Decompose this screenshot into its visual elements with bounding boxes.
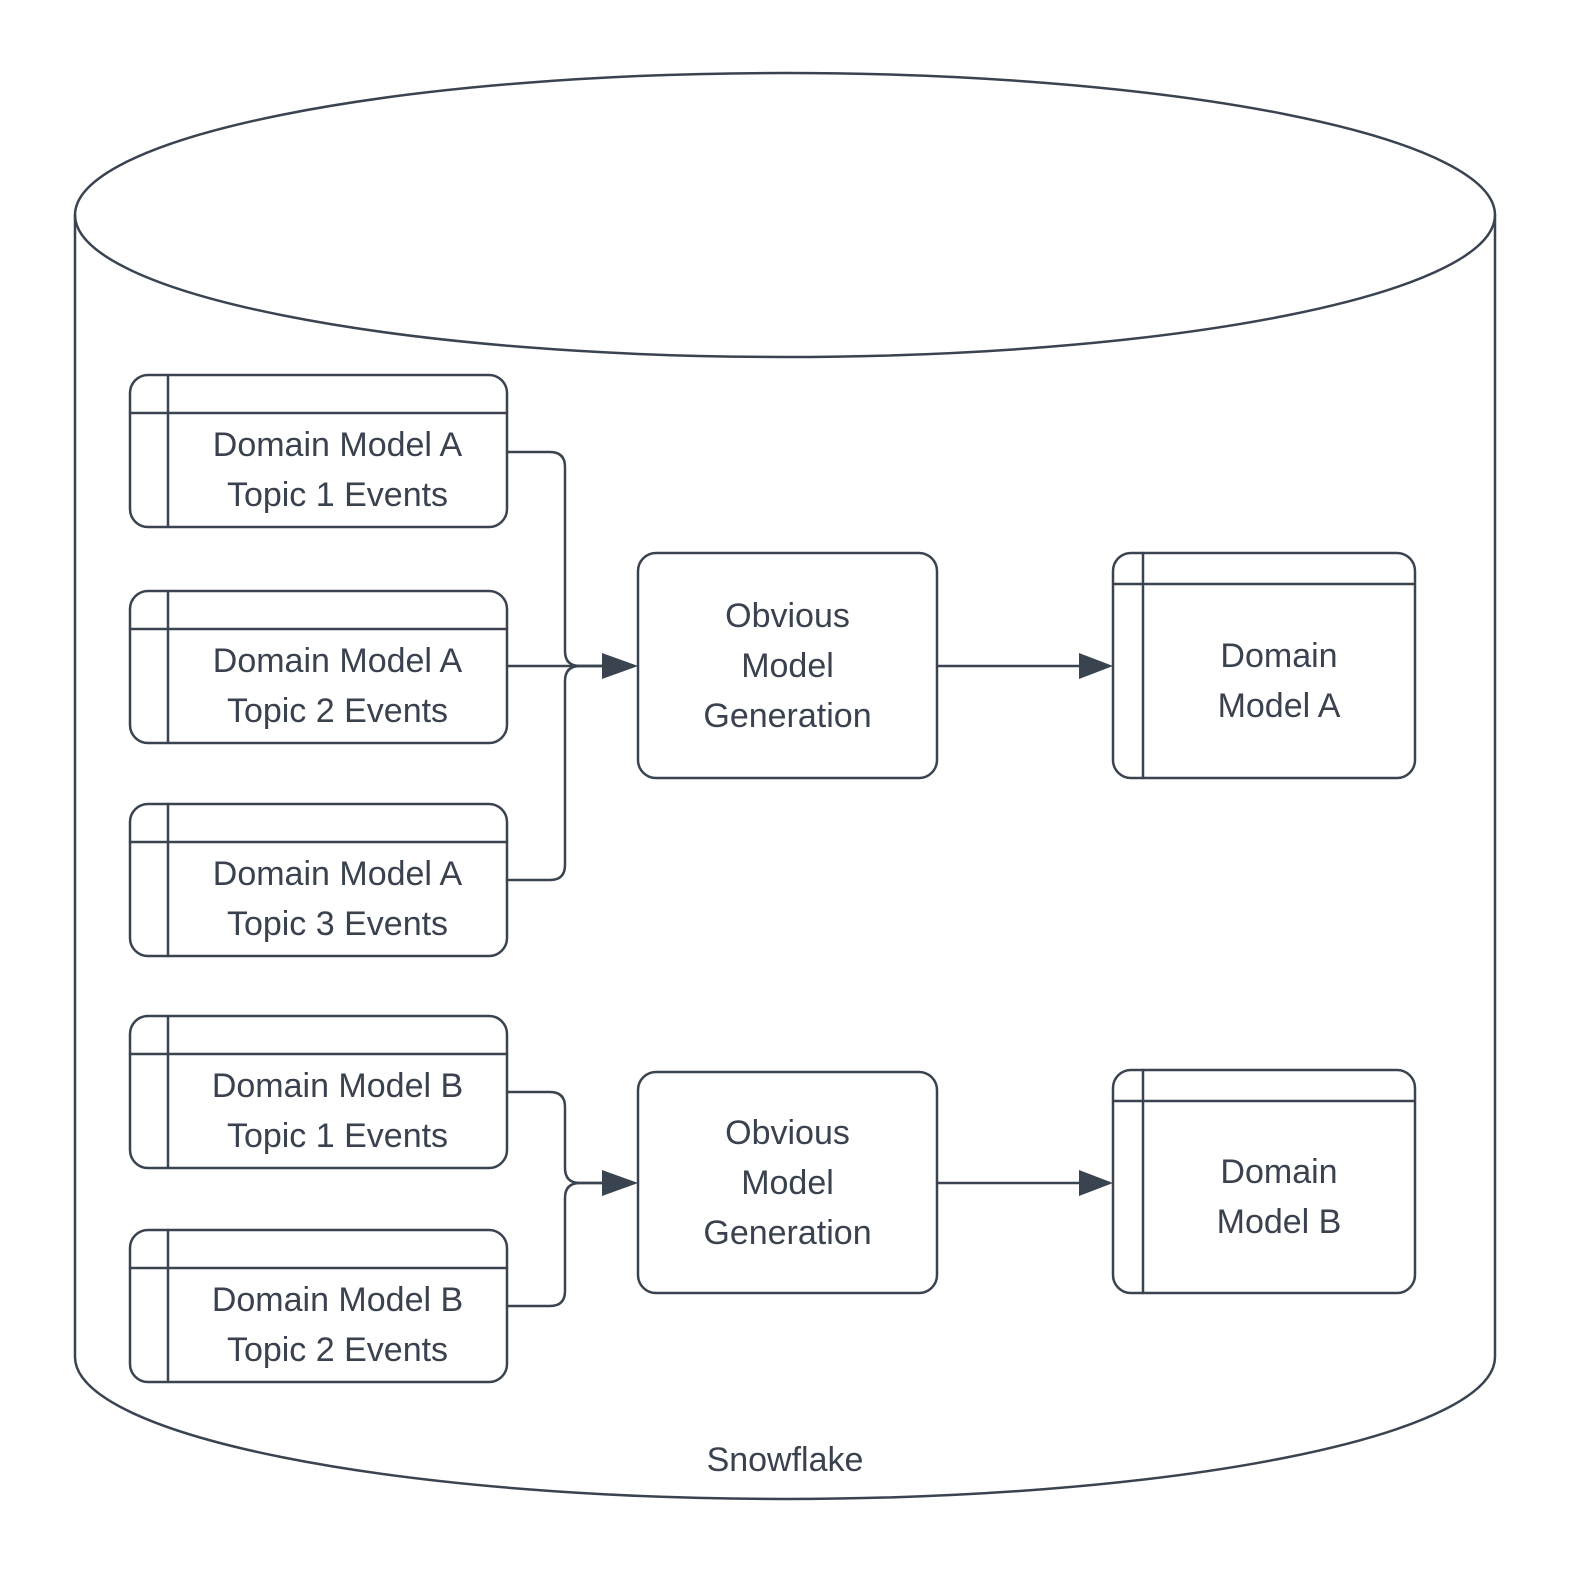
label-line: Obvious xyxy=(725,1113,850,1152)
table-domain-model-b xyxy=(1111,1068,1417,1295)
label-line: Snowflake xyxy=(706,1441,864,1479)
connector-a-topic-1-to-process xyxy=(505,450,604,668)
label-domain-model-b-topic-1-events: Domain Model B Topic 1 Events xyxy=(168,1054,507,1168)
label-obvious-model-generation-a: Obvious Model Generation xyxy=(638,553,937,778)
arrowhead-into-process-b xyxy=(602,1170,638,1196)
label-domain-model-b-topic-2-events: Domain Model B Topic 2 Events xyxy=(168,1268,507,1382)
label-line: Topic 1 Events xyxy=(226,476,449,514)
label-line: Model xyxy=(741,646,834,685)
connector-a-topic-3-to-process xyxy=(505,664,604,882)
arrowhead-into-output-a xyxy=(1079,653,1113,679)
connector-b-topic-2-to-process xyxy=(505,1181,604,1308)
label-line: Model B xyxy=(1216,1203,1342,1241)
label-line: Generation xyxy=(703,1213,872,1252)
label-obvious-model-generation-b: Obvious Model Generation xyxy=(638,1072,937,1293)
table-domain-model-a xyxy=(1111,551,1417,780)
label-line: Generation xyxy=(703,696,872,735)
label-line: Obvious xyxy=(725,596,850,635)
label-line: Domain Model A xyxy=(212,855,463,893)
label-line: Domain xyxy=(1220,1153,1338,1191)
label-line: Model A xyxy=(1217,687,1341,725)
label-line: Topic 1 Events xyxy=(226,1117,449,1155)
label-snowflake: Snowflake xyxy=(585,1434,985,1486)
label-line: Domain Model A xyxy=(212,642,463,680)
label-line: Domain Model B xyxy=(211,1281,464,1319)
label-domain-model-a: Domain Model A xyxy=(1143,584,1415,778)
connector-b-topic-1-to-process xyxy=(505,1090,604,1185)
label-line: Topic 2 Events xyxy=(226,1331,449,1369)
label-domain-model-a-topic-2-events: Domain Model A Topic 2 Events xyxy=(168,629,507,743)
label-domain-model-a-topic-1-events: Domain Model A Topic 1 Events xyxy=(168,413,507,527)
label-line: Domain xyxy=(1220,637,1338,675)
label-line: Domain Model A xyxy=(212,426,463,464)
label-line: Domain Model B xyxy=(211,1067,464,1105)
label-line: Topic 2 Events xyxy=(226,692,449,730)
arrowhead-into-process-a xyxy=(602,653,638,679)
label-domain-model-b: Domain Model B xyxy=(1143,1101,1415,1293)
arrowhead-into-output-b xyxy=(1079,1170,1113,1196)
snowflake-cylinder xyxy=(73,71,1497,1501)
label-line: Model xyxy=(741,1163,834,1202)
label-line: Topic 3 Events xyxy=(226,905,449,943)
table-domain-model-a-topic-1-events xyxy=(128,373,509,529)
label-domain-model-a-topic-3-events: Domain Model A Topic 3 Events xyxy=(168,842,507,956)
